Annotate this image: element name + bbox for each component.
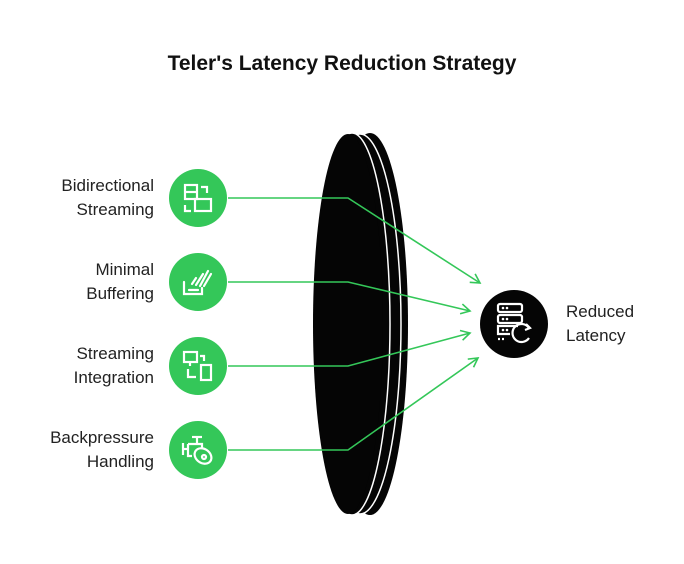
- label-line: Streaming: [76, 200, 154, 219]
- label-line: Buffering: [86, 284, 154, 303]
- connector-1: [228, 197, 482, 284]
- label-line: Integration: [73, 368, 154, 387]
- device-sync-icon: [169, 337, 227, 395]
- connector-3: [228, 329, 472, 367]
- label-line: Minimal: [95, 260, 154, 279]
- label-line: Reduced: [566, 302, 635, 321]
- bidirectional-stream-icon: [169, 169, 227, 227]
- label-line: Backpressure: [50, 428, 154, 447]
- connector-4: [228, 357, 480, 451]
- label-line: Handling: [86, 452, 154, 471]
- diagram-title: Teler's Latency Reduction Strategy: [167, 52, 517, 75]
- label-line: Bidirectional: [61, 176, 154, 195]
- label-line: Streaming: [76, 344, 154, 363]
- connector-2: [228, 281, 472, 315]
- buffer-icon: [169, 253, 227, 311]
- server-refresh-icon: [480, 290, 548, 358]
- lens: [313, 132, 408, 516]
- valve-icon: [169, 421, 227, 479]
- label-line: Latency: [566, 326, 626, 345]
